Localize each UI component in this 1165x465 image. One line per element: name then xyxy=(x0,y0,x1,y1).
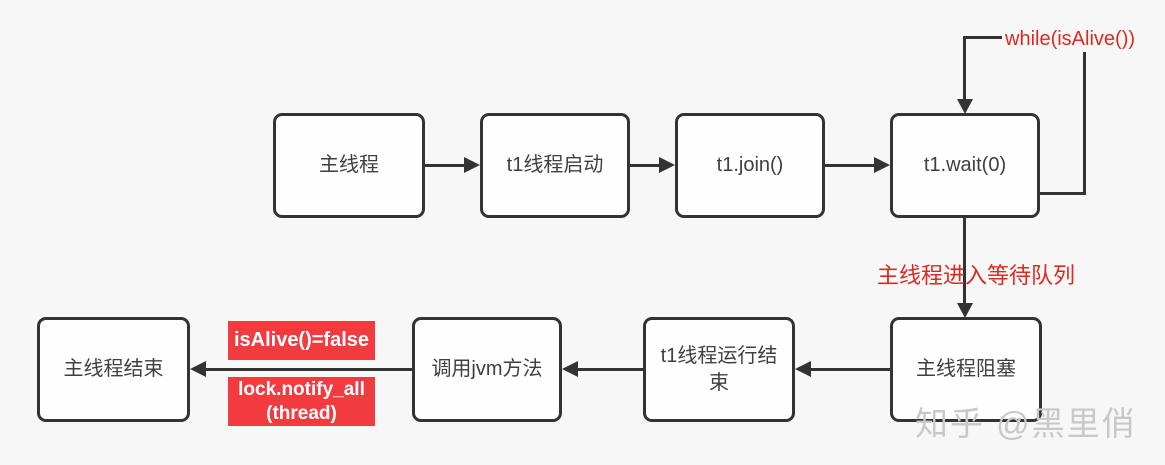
zhihu-watermark: 知乎 @黑里俏 xyxy=(915,405,1137,442)
arrow-wait-to-blocked-line xyxy=(963,218,966,305)
loop-down-segment xyxy=(963,36,966,102)
loop-right-segment xyxy=(1040,192,1086,195)
node-t1-end: t1线程运行结束 xyxy=(643,317,795,422)
lock-notify-line2: (thread) xyxy=(266,402,337,424)
arrow-wait-to-blocked-head-icon xyxy=(957,303,973,318)
node-main-blocked: 主线程阻塞 xyxy=(890,317,1042,422)
loop-up-segment xyxy=(1083,36,1086,195)
node-t1-start: t1线程启动 xyxy=(480,113,630,218)
wait-queue-label: 主线程进入等待队列 xyxy=(877,263,1076,288)
arrow-jvm-to-mainend-head-icon xyxy=(190,361,206,377)
node-t1-wait: t1.wait(0) xyxy=(890,113,1040,218)
loop-arrow-head-icon xyxy=(957,99,973,114)
node-main-thread: 主线程 xyxy=(273,113,425,218)
arrow-main-to-t1start-line xyxy=(425,164,467,167)
arrow-join-to-wait-line xyxy=(825,164,876,167)
node-t1-join: t1.join() xyxy=(675,113,825,218)
arrow-t1end-to-jvm-head-icon xyxy=(562,361,578,377)
arrow-t1end-to-jvm-line xyxy=(575,368,643,371)
arrow-jvm-to-mainend-line xyxy=(203,368,412,371)
node-main-end: 主线程结束 xyxy=(37,317,190,422)
node-jvm-call: 调用jvm方法 xyxy=(412,317,562,422)
arrow-main-to-t1start-head-icon xyxy=(464,157,480,173)
arrow-t1start-to-join-line xyxy=(630,164,661,167)
arrow-blocked-to-t1end-head-icon xyxy=(795,361,811,377)
while-isalive-label: while(isAlive()) xyxy=(1002,27,1139,52)
isalive-false-label: isAlive()=false xyxy=(228,321,375,360)
arrow-t1start-to-join-head-icon xyxy=(659,157,675,173)
arrow-blocked-to-t1end-line xyxy=(808,368,890,371)
isalive-false-text: isAlive()=false xyxy=(233,329,370,351)
lock-notify-label: lock.notify_all (thread) xyxy=(228,377,375,426)
lock-notify-line1: lock.notify_all xyxy=(238,379,365,401)
arrow-join-to-wait-head-icon xyxy=(874,157,890,173)
